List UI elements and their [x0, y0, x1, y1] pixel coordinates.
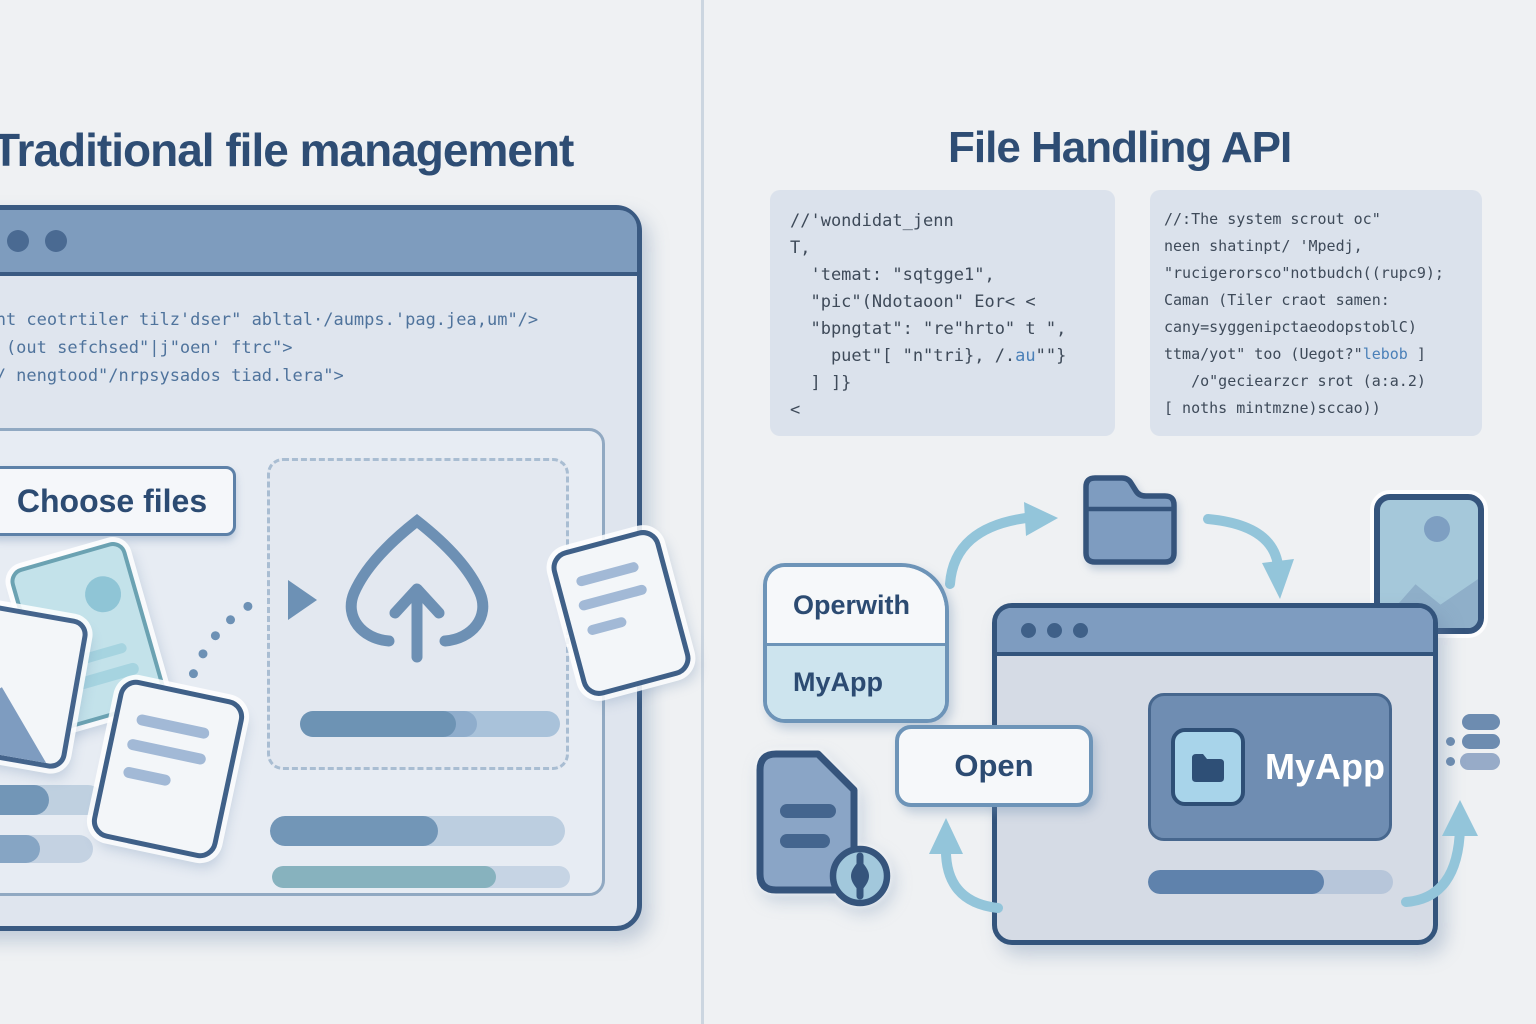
file-list-icon: [1444, 714, 1500, 776]
code-line: //'wondidat_jenn: [790, 211, 954, 231]
file-drop-zone[interactable]: [267, 458, 569, 770]
window-titlebar: [997, 608, 1433, 656]
upload-progress-bar: [300, 711, 560, 737]
upload-icon: [345, 514, 489, 663]
code-line: [ noths mintmzne)sccao)): [1164, 399, 1381, 417]
code-line: event ceotrtiler tilz'dser" abltal·/aump…: [0, 310, 539, 330]
code-snippet-block: //:The system scrout oc" neen shatinpt/ '…: [1150, 190, 1482, 436]
curved-arrow-icon: [1401, 800, 1478, 907]
list-dot: [1446, 757, 1455, 766]
window-control-dot: [7, 230, 29, 252]
text-line: [126, 738, 207, 766]
window-control-dot: [1021, 622, 1036, 638]
code-line: "bpngtat": "re"hrto" t ",: [790, 319, 1067, 339]
code-line: neen shatinpt/ 'Mpedj,: [1164, 237, 1363, 255]
folder-glyph-icon: [1192, 754, 1224, 782]
text-line: [122, 765, 172, 787]
app-icon: [1171, 728, 1245, 806]
progress-fill: [0, 835, 40, 863]
progress-fill: [0, 785, 49, 815]
upload-progress-fill: [300, 711, 456, 737]
code-line: <: [790, 400, 801, 420]
panel-divider: [701, 0, 704, 1024]
choose-files-button[interactable]: Choose files: [0, 466, 236, 536]
code-line: 'temat: "sqtgge1",: [790, 265, 995, 285]
left-panel-title: Traditional file management: [0, 123, 574, 176]
code-line: Caman (Tiler craot samen:: [1164, 291, 1390, 309]
code-line: "rucigerorsco"notbudch((rupc9);: [1164, 264, 1444, 282]
app-banner: MyApp: [1148, 693, 1392, 841]
progress-bar: [272, 866, 570, 888]
progress-fill: [1148, 870, 1325, 894]
browser-code-block: event ceotrtiler tilz'dser" abltal·/aump…: [0, 306, 627, 390]
progress-bar: [0, 785, 103, 815]
text-line: [577, 583, 648, 612]
text-line: [575, 561, 640, 588]
code-line: sec (out sefchsed"|j"oen' ftrc">: [5, 338, 293, 358]
window-control-dot: [1073, 622, 1088, 638]
code-line: T,: [790, 238, 811, 258]
code-line: cany=syggenipctaeodopstoblC): [1164, 318, 1417, 336]
code-line: puet"[ "n"tri}, /.au""}: [790, 346, 1067, 366]
curved-arrow-icon: [929, 818, 1003, 913]
app-name: MyApp: [1265, 746, 1385, 787]
window-control-dot: [45, 230, 67, 252]
open-button[interactable]: Open: [895, 725, 1093, 807]
mountain-shape: [0, 652, 63, 765]
curved-arrow-icon: [945, 502, 1058, 589]
code-line: le"/ nengtood"/nrpsysados tiad.lera">: [0, 366, 344, 386]
progress-bar: [0, 835, 93, 863]
code-line: /o"geciearzcr srot (a:a.2): [1164, 372, 1426, 390]
curved-arrow-icon: [1203, 514, 1294, 599]
window-control-dot: [1047, 622, 1062, 638]
progress-fill: [270, 816, 439, 846]
list-bar: [1462, 734, 1500, 749]
photo-thumbnail-circle: [80, 571, 126, 617]
right-panel-title: File Handling API: [948, 123, 1292, 173]
menu-item-open-with[interactable]: Operwith: [767, 567, 945, 643]
folder-icon: [1083, 475, 1177, 565]
code-line: ] ]}: [790, 373, 852, 393]
menu-item-myapp[interactable]: MyApp: [767, 643, 945, 719]
photo-thumbnail-circle: [1424, 516, 1450, 542]
text-line: [586, 616, 628, 637]
open-with-menu: Operwith MyApp: [763, 563, 949, 723]
progress-bar: [270, 816, 565, 846]
code-line: "pic"(Ndotaoon" Eor< <: [790, 292, 1036, 312]
progress-fill: [272, 866, 496, 888]
list-dot: [1446, 737, 1455, 746]
list-bar: [1460, 753, 1500, 770]
window-titlebar: [0, 210, 637, 276]
code-line: //:The system scrout oc": [1164, 210, 1381, 228]
list-bar: [1462, 714, 1500, 730]
text-line: [135, 713, 211, 740]
code-line: ttma/yot" too (Uegot?"lebob ]: [1164, 345, 1426, 363]
file-document-icon: [756, 750, 891, 907]
progress-bar: [1148, 870, 1393, 894]
